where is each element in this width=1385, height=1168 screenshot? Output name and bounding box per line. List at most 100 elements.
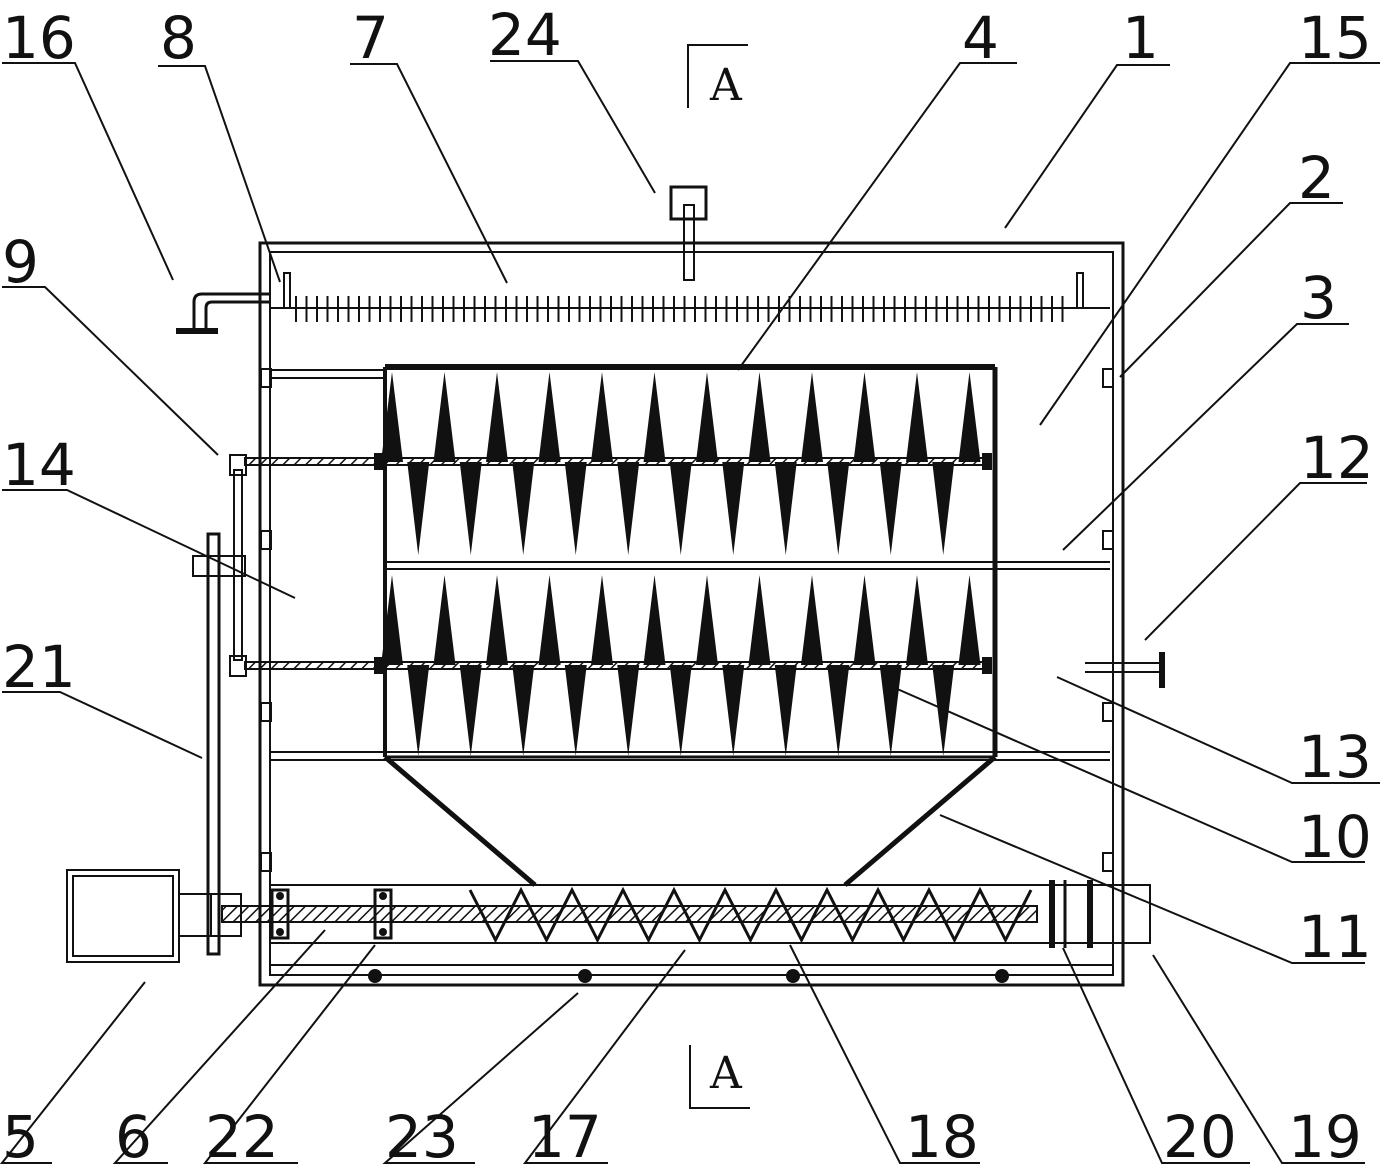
callout-19: 19	[1288, 1103, 1362, 1168]
callout-16: 16	[2, 4, 76, 72]
callout-9: 9	[2, 228, 39, 296]
callout-18: 18	[905, 1103, 979, 1168]
blade-upper	[696, 575, 718, 665]
blade-upper	[486, 372, 508, 462]
blade-lower	[827, 462, 850, 555]
callout-2: 2	[1298, 144, 1335, 212]
callout-4: 4	[962, 4, 999, 72]
callout-23: 23	[385, 1103, 459, 1168]
screw-conveyor	[221, 880, 1151, 948]
callout-24: 24	[488, 1, 562, 69]
blade-lower	[564, 665, 587, 756]
blade-lower	[774, 462, 797, 555]
blade-lower	[827, 665, 850, 756]
blade-lower	[722, 462, 745, 555]
spiral-blades	[381, 372, 981, 756]
blade-upper	[433, 575, 456, 665]
blade-lower	[459, 665, 482, 756]
blade-upper	[748, 372, 771, 462]
blade-lower	[774, 665, 797, 756]
left-chamber	[269, 369, 386, 379]
callout-13: 13	[1298, 723, 1372, 791]
callout-14: 14	[2, 431, 76, 499]
callout-1: 1	[1122, 4, 1159, 72]
blade-upper	[958, 372, 981, 462]
chain-drive	[192, 454, 247, 956]
outer-housing	[258, 241, 1125, 987]
blade-upper	[538, 575, 561, 665]
section-label-top: A	[709, 60, 743, 111]
blade-upper	[801, 575, 823, 665]
callout-15: 15	[1298, 4, 1372, 72]
blade-upper	[958, 575, 981, 665]
blade-lower	[512, 462, 535, 555]
callout-8: 8	[160, 4, 197, 72]
callout-5: 5	[2, 1103, 39, 1168]
blade-lower	[722, 665, 745, 756]
callout-17: 17	[528, 1103, 602, 1168]
blade-upper	[906, 372, 928, 462]
bracket	[1102, 368, 1114, 388]
blade-upper	[643, 575, 666, 665]
water-inlet-pipe	[176, 292, 270, 334]
section-mark-top: A	[687, 44, 748, 111]
blade-upper	[486, 575, 508, 665]
blade-upper	[853, 575, 876, 665]
blade-lower	[407, 665, 430, 756]
callout-12: 12	[1300, 424, 1374, 492]
blade-upper	[643, 372, 666, 462]
blade-lower	[932, 665, 955, 756]
blade-upper	[853, 372, 876, 462]
callout-11: 11	[1298, 903, 1372, 971]
blade-lower	[617, 665, 640, 756]
bracket	[1102, 702, 1114, 722]
blade-lower	[669, 462, 692, 555]
blade-lower	[879, 665, 902, 756]
blade-upper	[748, 575, 771, 665]
spray-pipe	[270, 272, 1110, 322]
callout-10: 10	[1298, 803, 1372, 871]
callout-3: 3	[1300, 264, 1337, 332]
blade-upper	[801, 372, 823, 462]
callout-7: 7	[352, 4, 389, 72]
lower-shaft	[244, 661, 991, 670]
blade-upper	[381, 575, 403, 665]
upper-shaft	[244, 457, 991, 466]
blade-lower	[564, 462, 587, 555]
callout-21: 21	[2, 633, 76, 701]
support-rollers	[270, 964, 1113, 983]
blade-upper	[381, 372, 403, 462]
blade-upper	[591, 372, 613, 462]
callout-6: 6	[115, 1103, 152, 1168]
section-label-bottom: A	[709, 1048, 743, 1099]
blade-upper	[538, 372, 561, 462]
outlet-pipe	[1085, 652, 1165, 688]
blade-upper	[696, 372, 718, 462]
blade-lower	[669, 665, 692, 756]
blade-lower	[459, 462, 482, 555]
callout-20: 20	[1163, 1103, 1237, 1168]
top-valve	[669, 185, 708, 281]
callout-22: 22	[205, 1103, 279, 1168]
spray-nozzles	[295, 296, 1064, 322]
bracket	[260, 530, 272, 550]
bracket	[260, 852, 272, 872]
section-mark-bottom: A	[689, 1045, 750, 1109]
blade-lower	[512, 665, 535, 756]
blade-lower	[617, 462, 640, 555]
blade-lower	[932, 462, 955, 555]
blade-upper	[433, 372, 456, 462]
hopper	[383, 755, 997, 887]
bracket	[1102, 530, 1114, 550]
inner-housing	[269, 251, 1114, 976]
bracket	[1102, 852, 1114, 872]
blade-upper	[591, 575, 613, 665]
leader-lines	[0, 60, 1380, 1164]
blade-upper	[906, 575, 928, 665]
blade-lower	[879, 462, 902, 555]
motor	[66, 869, 242, 963]
blade-lower	[407, 462, 430, 555]
bracket	[260, 702, 272, 722]
